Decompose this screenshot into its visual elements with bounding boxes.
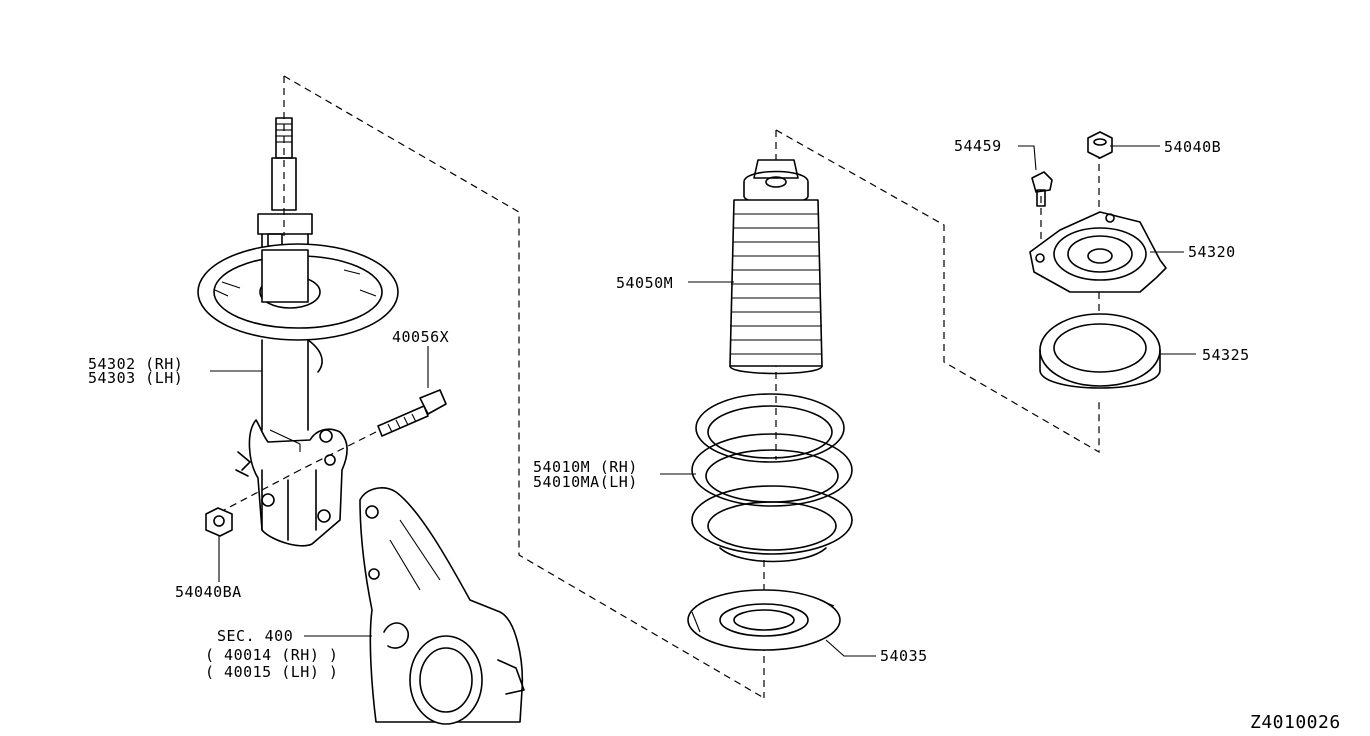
label-mount-nut: 54040B — [1164, 138, 1221, 156]
label-strut-rh: 54302 (RH) — [88, 355, 183, 373]
mount-insulator-54320 — [1029, 211, 1167, 293]
label-mount-bolt: 54459 — [954, 137, 1002, 155]
label-mount-insulator: 54320 — [1188, 243, 1236, 261]
label-sec-ref: SEC. 400 — [217, 627, 293, 645]
coil-spring-54010m — [691, 393, 853, 563]
steering-knuckle — [359, 487, 525, 725]
label-knuckle-rh: ( 40014 (RH) ) — [205, 646, 338, 664]
label-knuckle-lh: ( 40015 (LH) ) — [205, 663, 338, 681]
label-spring-seat: 54035 — [880, 647, 928, 665]
label-spring-rh: 54010M (RH) — [533, 458, 638, 476]
label-strut-lh: 54303 (LH) — [88, 369, 183, 387]
label-bound-bumper: 54050M — [616, 274, 673, 292]
label-spring-lh: 54010MA(LH) — [533, 473, 638, 491]
strut-assembly — [197, 117, 399, 547]
mount-bolt-54459 — [1031, 171, 1053, 207]
label-nut-lower: 54040BA — [175, 583, 242, 601]
bolt-40056x — [223, 389, 447, 511]
label-bolt: 40056X — [392, 328, 449, 346]
bearing-54325 — [1039, 313, 1161, 389]
nut-54040ba — [205, 507, 233, 582]
diagram-code: Z4010026 — [1250, 712, 1341, 733]
spring-seat-54035 — [687, 589, 841, 651]
leader-lines — [210, 145, 1196, 657]
bound-bumper-54050m — [729, 159, 823, 375]
label-bearing: 54325 — [1202, 346, 1250, 364]
part-labels: 54302 (RH) 54303 (LH) 40056X 54040BA SEC… — [88, 137, 1341, 733]
mount-nut-54040b — [1087, 131, 1113, 159]
